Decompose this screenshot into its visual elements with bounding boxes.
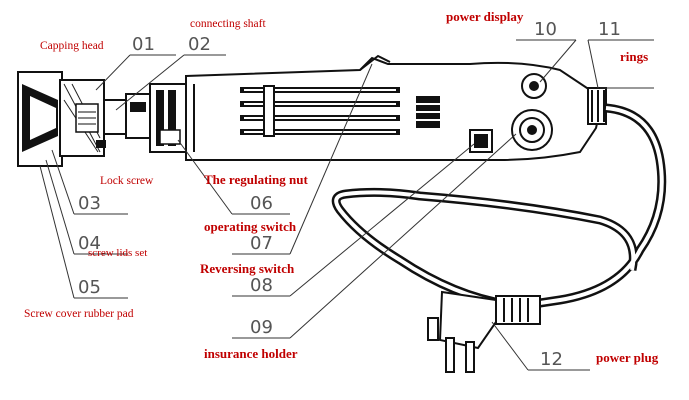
screwdriver-drawing: [17, 54, 667, 373]
label-power-display: power display: [446, 9, 524, 24]
regulating-nut-shape: [149, 83, 187, 153]
callout-number-04: 04: [78, 233, 101, 254]
display-block: [416, 96, 440, 128]
label-insurance-holder: insurance holder: [204, 346, 298, 361]
label-screw-cover-rubber-pad: Screw cover rubber pad: [24, 308, 134, 320]
callout-number-02: 02: [188, 34, 211, 55]
label-power-plug: power plug: [596, 350, 659, 365]
label-lock-screw: Lock screw: [100, 175, 154, 187]
label-operating-switch: operating switch: [204, 219, 297, 234]
callout-number-11: 11: [598, 19, 621, 40]
label-regulating-nut: The regulating nut: [204, 172, 308, 187]
callout-number-03: 03: [78, 193, 101, 214]
label-capping-head: Capping head: [40, 40, 104, 52]
callout-number-12: 12: [540, 349, 563, 370]
reversing-switch-shape: [469, 129, 493, 153]
callout-number-01: 01: [132, 34, 155, 55]
leader-lines: [39, 39, 654, 371]
insurance-holder-shape: [511, 109, 553, 151]
callout-number-08: 08: [250, 275, 273, 296]
power-plug-shape: [427, 290, 541, 373]
label-connecting-shaft: connecting shaft: [190, 18, 266, 30]
label-screw-lids-set: screw lids set: [88, 247, 147, 259]
rings-shape: [587, 87, 607, 125]
label-rings: rings: [620, 49, 648, 64]
callout-number-10: 10: [534, 19, 557, 40]
capping-head-shape: [17, 71, 106, 167]
callout-number-06: 06: [250, 193, 273, 214]
connecting-shaft-shape: [103, 93, 153, 139]
grip-slots: [240, 85, 400, 137]
callout-number-05: 05: [78, 277, 101, 298]
callout-number-09: 09: [250, 317, 273, 338]
callout-number-07: 07: [250, 233, 273, 254]
label-reversing-switch: Reversing switch: [200, 261, 295, 276]
power-display-shape: [521, 73, 547, 99]
